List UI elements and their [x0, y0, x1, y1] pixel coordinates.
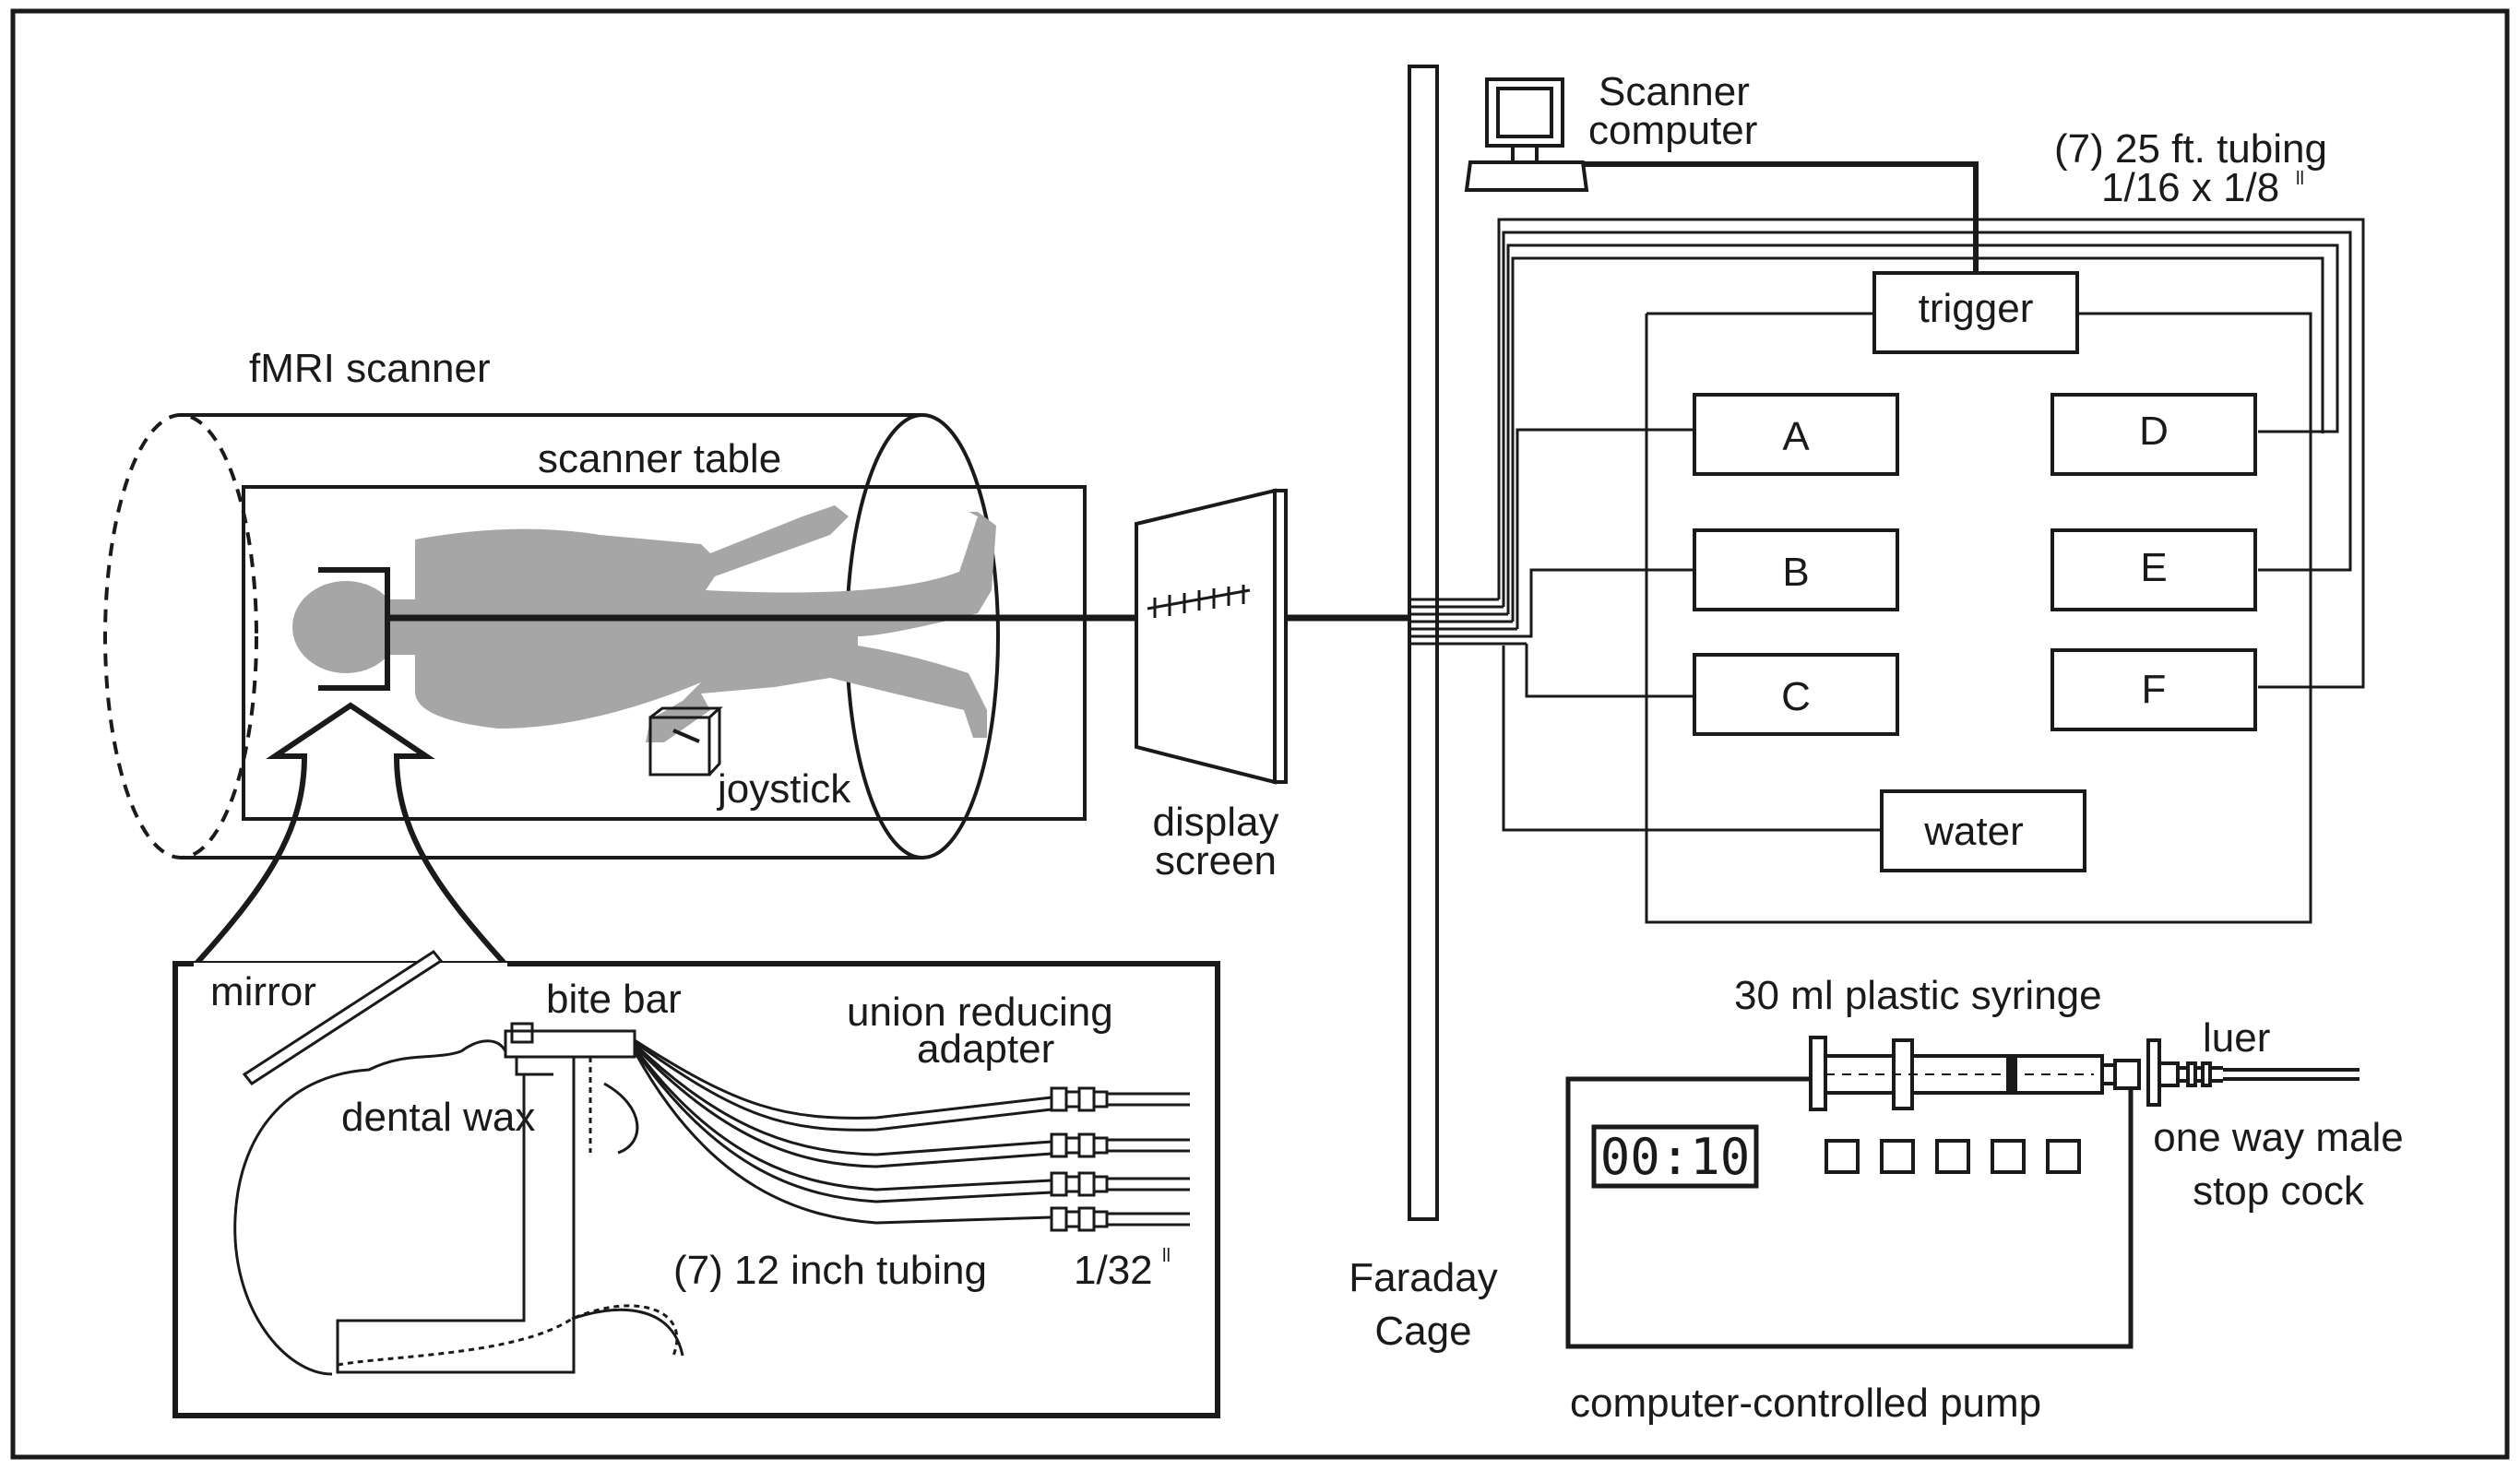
tubes-12-inch [633, 1038, 1052, 1225]
syringe-icon [1809, 1036, 2360, 1111]
inch-mark-12: ll [1162, 1246, 1171, 1266]
faraday-label-1: Faraday [1349, 1255, 1497, 1300]
box-a-label: A [1782, 414, 1810, 459]
reservoir-water: water [1880, 789, 2086, 872]
stopcock-label-1: one way male [2153, 1115, 2403, 1160]
subject-silhouette [292, 505, 996, 742]
reservoir-a: A [1693, 393, 1899, 476]
head-coil-bracket [318, 567, 390, 691]
tubing-25-label-2: 1/16 x 1/8 [2101, 165, 2279, 210]
fmri-scanner-label: fMRI scanner [249, 346, 491, 391]
scanner-computer-label-1: Scanner [1599, 69, 1750, 114]
reservoir-d: D [2050, 393, 2257, 476]
pump-button-5[interactable] [2046, 1139, 2081, 1174]
tubing-12-label: (7) 12 inch tubing [673, 1248, 987, 1293]
luer-label: luer [2203, 1015, 2270, 1061]
pump-button-2[interactable] [1880, 1139, 1915, 1174]
box-b-label: B [1782, 550, 1809, 595]
tubes-25-ft [1107, 1092, 1190, 1227]
union-label-2: adapter [917, 1026, 1054, 1072]
display-screen-icon [1135, 488, 1288, 785]
tubing-routes [1497, 218, 2365, 924]
joystick-icon [648, 706, 723, 776]
union-label-1: union reducing [847, 990, 1113, 1035]
inch-mark-25: ll [2296, 169, 2304, 189]
box-d-label: D [2139, 409, 2169, 454]
pump-display [1591, 1124, 1759, 1189]
scanner-table-label: scanner table [538, 436, 781, 481]
reservoir-f: F [2050, 648, 2257, 731]
trigger-cable [1583, 161, 1979, 275]
pump-display-value: 00:10 [1600, 1128, 1751, 1186]
mirror-icon [242, 950, 444, 1085]
box-e-label: E [2140, 545, 2167, 590]
reservoir-e: E [2050, 528, 2257, 611]
trigger-label: trigger [1919, 286, 2034, 331]
inset-arrow [191, 702, 510, 969]
union-adapters [1050, 1086, 1109, 1232]
figure-frame [10, 8, 2510, 1460]
tubing-bundle [1411, 598, 1527, 646]
joystick-label: joystick [716, 766, 851, 812]
reservoir-b: B [1693, 528, 1899, 611]
bite-bar-label: bite bar [546, 977, 682, 1022]
size-132-label: 1/32 [1074, 1248, 1153, 1293]
scanner-computer-label-2: computer [1588, 108, 1757, 153]
syringe-pump [1565, 1076, 2134, 1349]
water-label: water [1923, 809, 2024, 854]
pump-button-4[interactable] [1991, 1139, 2026, 1174]
syringe-label: 30 ml plastic syringe [1734, 973, 2102, 1018]
stopcock-label-2: stop cock [2193, 1168, 2365, 1214]
faraday-label-2: Cage [1374, 1309, 1471, 1354]
box-c-label: C [1781, 674, 1811, 719]
pump-button-3[interactable] [1935, 1139, 1970, 1174]
scanner-computer-icon [1464, 77, 1589, 192]
mirror-label: mirror [210, 969, 316, 1014]
reservoir-c: C [1693, 653, 1899, 736]
bite-bar-inset [172, 961, 1220, 1418]
display-screen-label-1: display [1153, 800, 1279, 845]
pump-button-1[interactable] [1825, 1139, 1860, 1174]
scanner-table [242, 485, 1087, 821]
display-screen-label-2: screen [1155, 838, 1277, 883]
trigger-box [1872, 271, 2079, 354]
tubing-25-label-1: (7) 25 ft. tubing [2054, 126, 2327, 172]
pump-buttons [1825, 1139, 2081, 1174]
dental-wax-label: dental wax [341, 1095, 535, 1140]
box-f-label: F [2142, 667, 2167, 712]
pump-label: computer-controlled pump [1570, 1381, 2041, 1426]
